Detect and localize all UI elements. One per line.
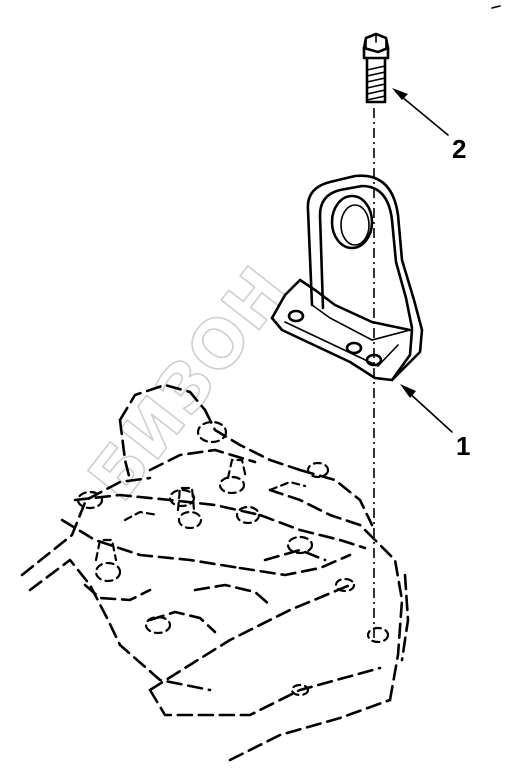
engine-block-outline (20, 383, 410, 762)
leader-bracket (400, 384, 453, 433)
corner-mark (491, 5, 501, 9)
hex-bolt (362, 32, 390, 104)
lifting-bracket (270, 174, 424, 382)
leader-bolt (392, 88, 449, 136)
callout-bolt: 2 (452, 134, 466, 164)
callout-bracket: 1 (456, 431, 470, 461)
engine-studs (76, 420, 390, 697)
watermark-text: БИЗОН (74, 252, 303, 515)
